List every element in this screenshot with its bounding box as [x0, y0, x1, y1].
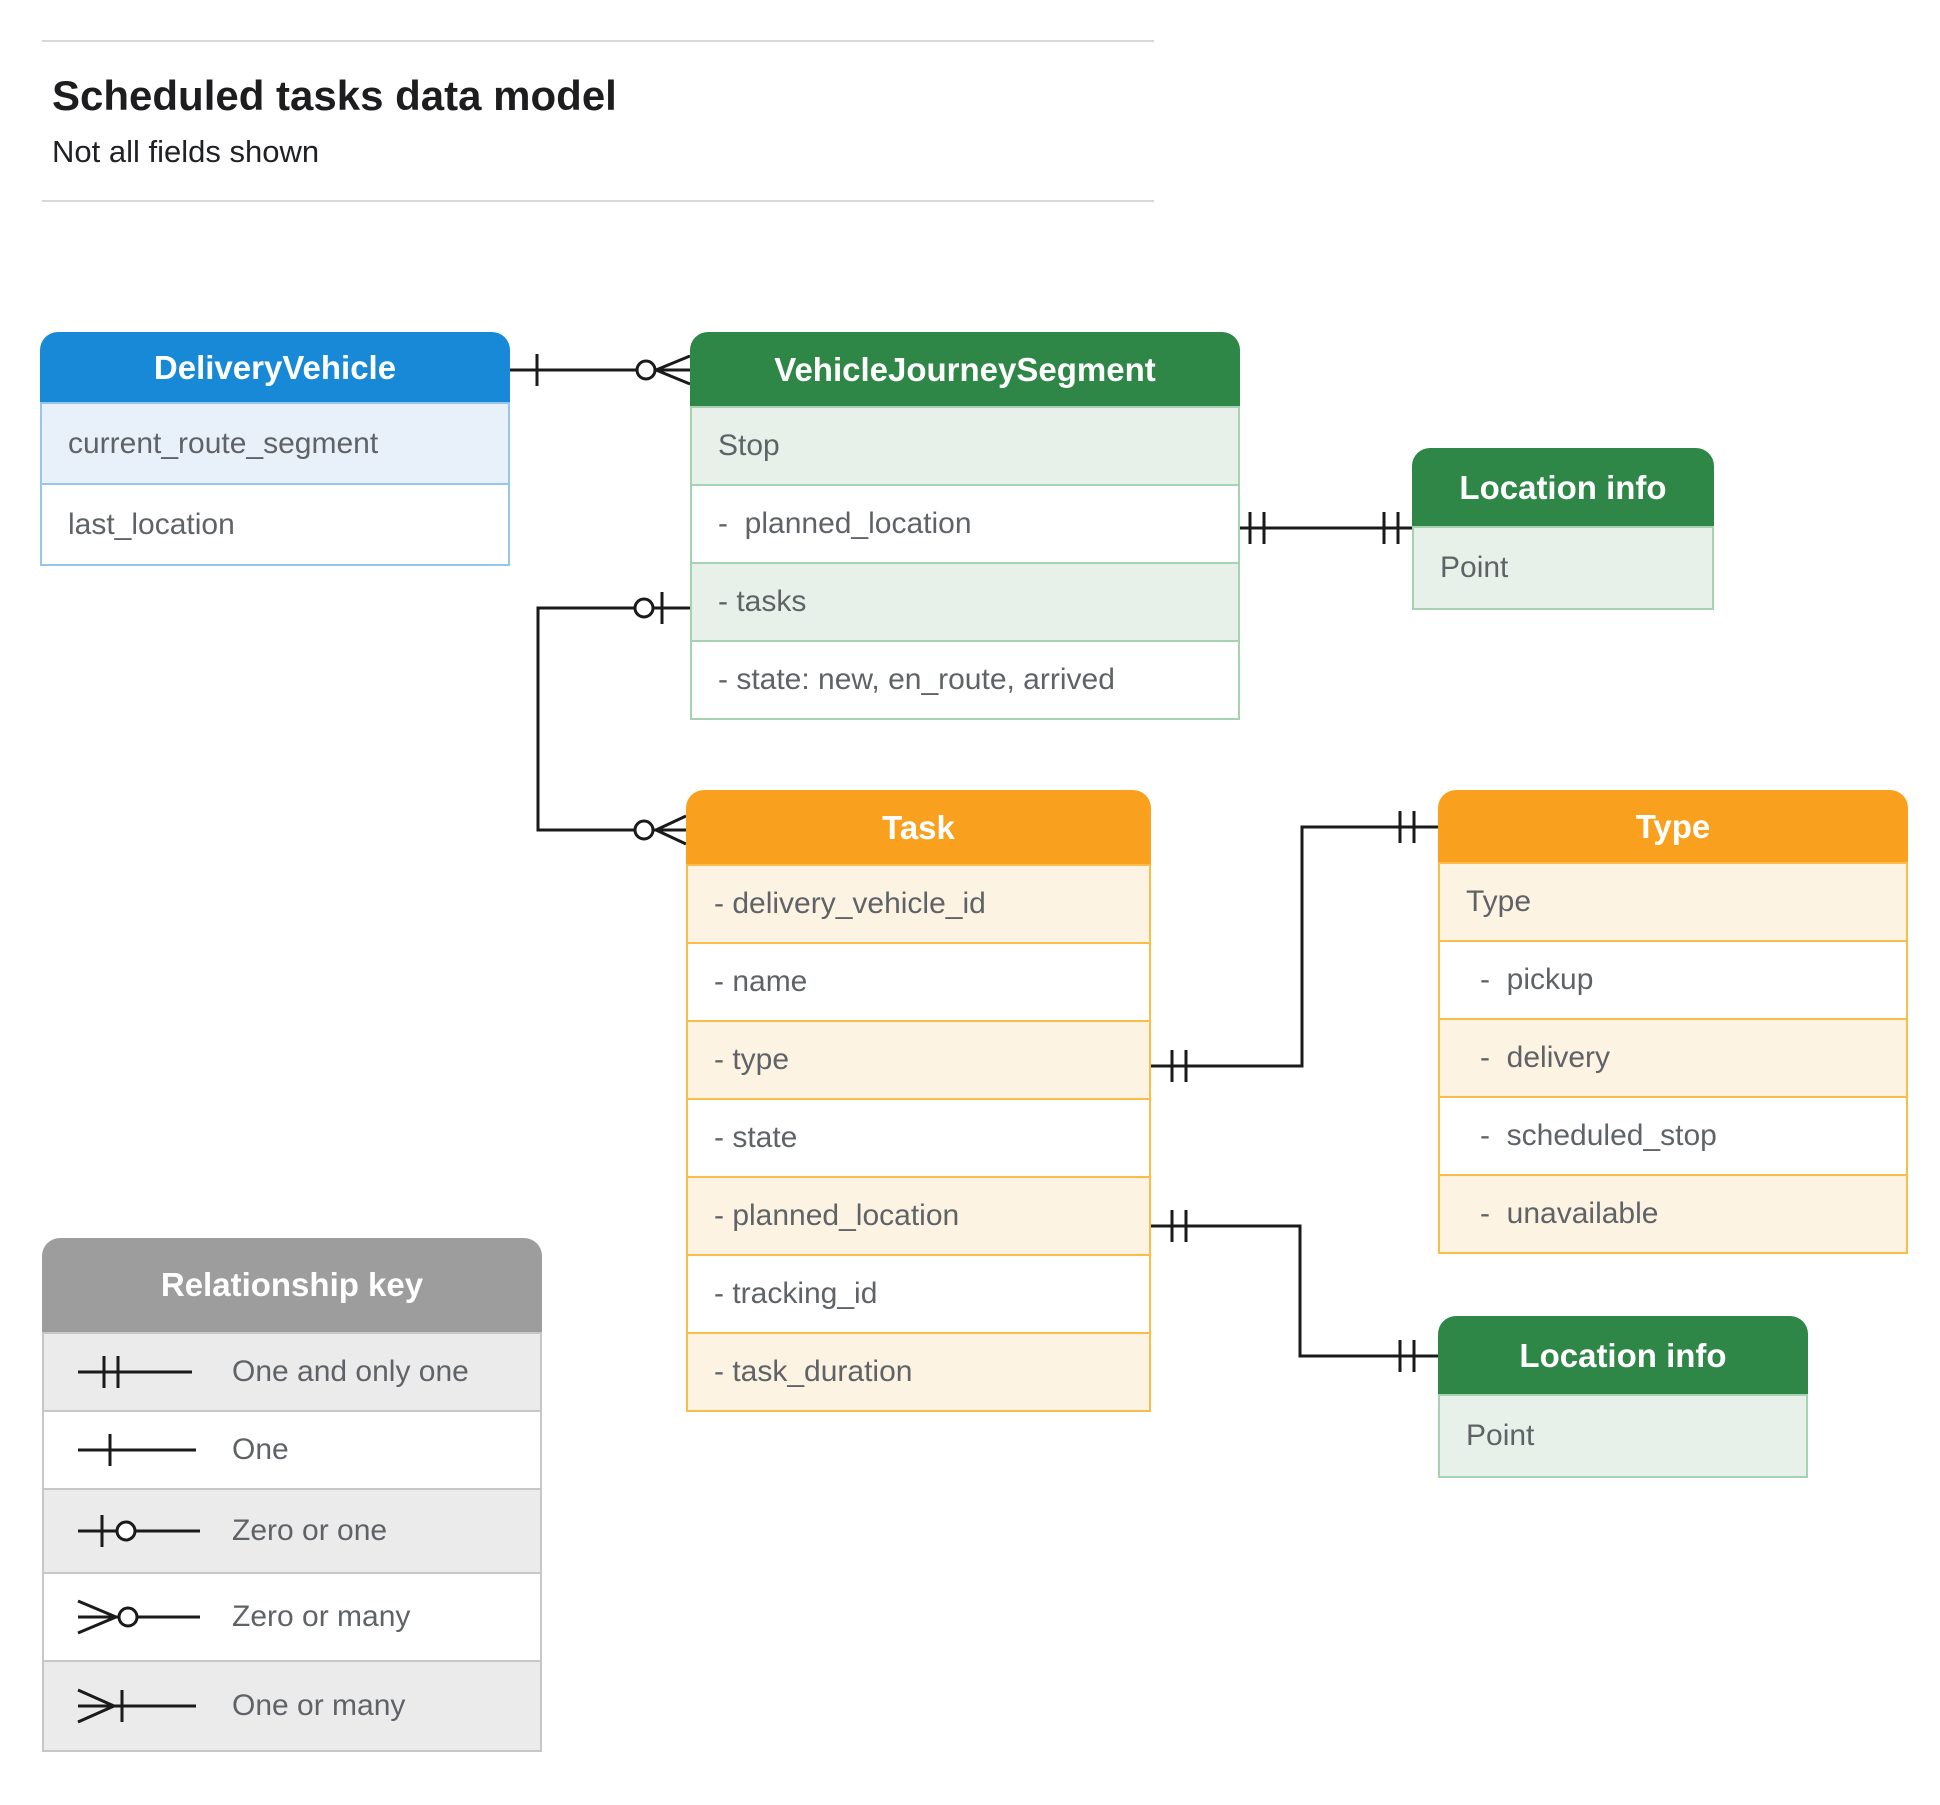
page-title: Scheduled tasks data model: [52, 72, 617, 119]
entity-row: - delivery_vehicle_id: [686, 864, 1151, 944]
legend-item-label: One or many: [232, 1689, 406, 1722]
entity-row: - pickup: [1438, 940, 1908, 1020]
rel-tasktype-type: [1151, 811, 1438, 1082]
entity-row: Point: [1412, 526, 1714, 610]
entity-row: - planned_location: [690, 484, 1240, 564]
entity-row: - planned_location: [686, 1176, 1151, 1256]
entity-row: - type: [686, 1020, 1151, 1100]
entity-vehicle-journey-segment: VehicleJourneySegment Stop - planned_loc…: [690, 332, 1240, 720]
page-subtitle: Not all fields shown: [52, 134, 320, 169]
legend-item-label: One: [232, 1433, 289, 1466]
entity-title: VehicleJourneySegment: [690, 332, 1240, 408]
entity-row: - tasks: [690, 562, 1240, 642]
one-symbol: [78, 1434, 196, 1466]
entity-row: last_location: [40, 483, 510, 566]
zero-or-one-symbol: [78, 1515, 200, 1547]
legend-item: Zero or one: [42, 1488, 542, 1574]
zero-or-many-symbol: [77, 1599, 200, 1635]
bottom-divider: [42, 200, 1154, 202]
relationship-key: Relationship key One and only one One: [42, 1238, 542, 1752]
entity-row: - state: new, en_route, arrived: [690, 640, 1240, 720]
rel-tasks-task: [536, 592, 690, 846]
entity-title: Location info: [1438, 1316, 1808, 1396]
rel-deliveryvehicle-vehiclejourneysegment: [510, 354, 691, 386]
legend-item: One: [42, 1410, 542, 1490]
legend-item: Zero or many: [42, 1572, 542, 1662]
entity-title: Task: [686, 790, 1151, 866]
entity-delivery-vehicle: DeliveryVehicle current_route_segment la…: [40, 332, 510, 566]
entity-row: Type: [1438, 862, 1908, 942]
entity-row: - scheduled_stop: [1438, 1096, 1908, 1176]
rel-taskplannedlocation-locationinfo-bottom: [1151, 1210, 1438, 1372]
entity-row: - state: [686, 1098, 1151, 1178]
entity-row: - tracking_id: [686, 1254, 1151, 1334]
entity-type: Type Type - pickup - delivery - schedule…: [1438, 790, 1908, 1254]
legend-item: One or many: [42, 1660, 542, 1752]
entity-location-info-bottom: Location info Point: [1438, 1316, 1808, 1478]
legend-item: One and only one: [42, 1332, 542, 1412]
entity-task: Task - delivery_vehicle_id - name - type…: [686, 790, 1151, 1412]
entity-row: Point: [1438, 1394, 1808, 1478]
entity-row: - name: [686, 942, 1151, 1022]
one-and-only-one-symbol: [78, 1356, 192, 1388]
entity-title: Location info: [1412, 448, 1714, 528]
entity-title: Type: [1438, 790, 1908, 864]
entity-row: current_route_segment: [40, 402, 510, 485]
entity-row: - delivery: [1438, 1018, 1908, 1098]
legend-title: Relationship key: [42, 1238, 542, 1332]
top-divider: [42, 40, 1154, 42]
entity-row: - task_duration: [686, 1332, 1151, 1412]
entity-location-info-top: Location info Point: [1412, 448, 1714, 610]
legend-item-label: Zero or many: [232, 1600, 411, 1633]
rel-plannedlocation-locationinfo-top: [1240, 512, 1412, 544]
legend-item-label: One and only one: [232, 1355, 469, 1388]
entity-row: Stop: [690, 406, 1240, 486]
one-or-many-symbol: [77, 1688, 196, 1724]
legend-item-label: Zero or one: [232, 1514, 388, 1547]
entity-title: DeliveryVehicle: [40, 332, 510, 404]
entity-row: - unavailable: [1438, 1174, 1908, 1254]
